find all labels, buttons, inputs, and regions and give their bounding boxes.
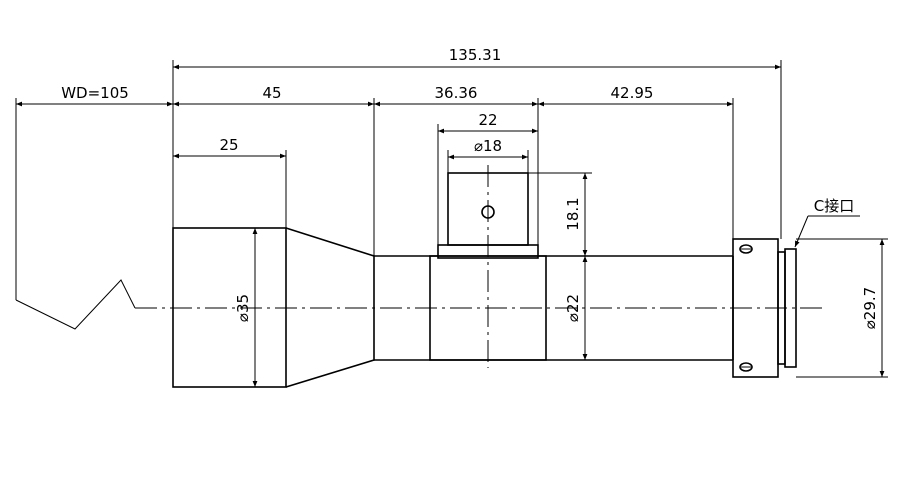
- extension-lines: [172, 60, 888, 378]
- middle-section-length-label: 36.36: [435, 84, 478, 102]
- center-block: [429, 172, 547, 361]
- working-distance-label: WD=105: [61, 84, 129, 102]
- mount-diameter-label: ⌀29.7: [861, 287, 879, 329]
- block-height-label: 18.1: [564, 197, 582, 230]
- rear-section-length-label: 42.95: [611, 84, 654, 102]
- front-section-length-label: 45: [262, 84, 281, 102]
- front-barrel: [172, 227, 287, 388]
- front-barrel-length-label: 25: [219, 136, 238, 154]
- front-diameter-label: ⌀35: [234, 294, 252, 322]
- overall-length-label: 135.31: [449, 46, 502, 64]
- barrel-diameter-label: ⌀22: [564, 294, 582, 322]
- c-mount-label: C接口: [814, 197, 854, 215]
- object-plane: [15, 98, 136, 330]
- block-width-label: 22: [478, 111, 497, 129]
- c-mount-ring: [732, 238, 797, 378]
- block-boss-diameter-label: ⌀18: [474, 137, 502, 155]
- taper-section: [285, 227, 375, 388]
- dimension-lines: [16, 64, 885, 387]
